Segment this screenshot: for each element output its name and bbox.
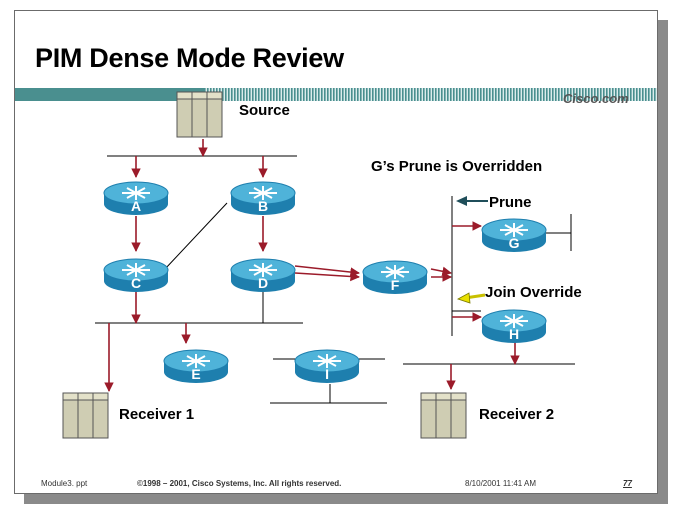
multicast-flow (104, 139, 520, 392)
title-banner (15, 88, 657, 101)
router-label-A: A (131, 198, 141, 214)
router-label-E: E (191, 366, 200, 382)
footer-datetime: 8/10/2001 11:41 AM (465, 479, 537, 488)
prune-arrow (456, 196, 488, 206)
router-label-B: B (258, 198, 268, 214)
footer-copyright: ©1998 – 2001, Cisco Systems, Inc. All ri… (137, 479, 342, 488)
link-b-c (164, 202, 228, 270)
router-E: E (163, 349, 229, 383)
receiver-2-label: Receiver 2 (479, 406, 555, 423)
router-label-C: C (131, 275, 141, 291)
footer-page-number: 77 (623, 479, 632, 488)
router-label-G: G (509, 235, 520, 251)
source-label: Source (239, 102, 290, 119)
network-diagram: A B C D F (15, 88, 657, 439)
router-G: G (481, 218, 547, 252)
prune-label: Prune (489, 194, 532, 211)
router-I: I (294, 349, 360, 383)
receiver-1-server (62, 392, 109, 439)
source-server (176, 91, 223, 138)
router-label-D: D (258, 275, 268, 291)
brand-logo-text: Cisco.com (563, 91, 629, 106)
arrow-f-seg-1 (430, 266, 452, 277)
receiver-1-label: Receiver 1 (119, 406, 195, 423)
router-A: A (103, 181, 169, 215)
router-label-I: I (325, 366, 329, 382)
router-H: H (481, 309, 547, 343)
router-label-F: F (391, 277, 400, 293)
router-F: F (362, 260, 428, 294)
footer-file: Module3. ppt (41, 479, 88, 488)
arrow-d-f-2 (294, 271, 360, 282)
router-B: B (230, 181, 296, 215)
join-override-label: Join Override (485, 284, 582, 301)
router-D: D (230, 258, 296, 292)
receiver-2-server (420, 392, 467, 439)
slide-caption: G’s Prune is Overridden (371, 158, 543, 175)
router-C: C (103, 258, 169, 292)
arrow-d-f-1 (294, 265, 360, 277)
join-override-arrow (457, 292, 486, 304)
router-label-H: H (509, 326, 519, 342)
network-segments (95, 155, 575, 404)
slide-title: PIM Dense Mode Review (35, 43, 344, 73)
slide: A B C D F (14, 10, 658, 494)
